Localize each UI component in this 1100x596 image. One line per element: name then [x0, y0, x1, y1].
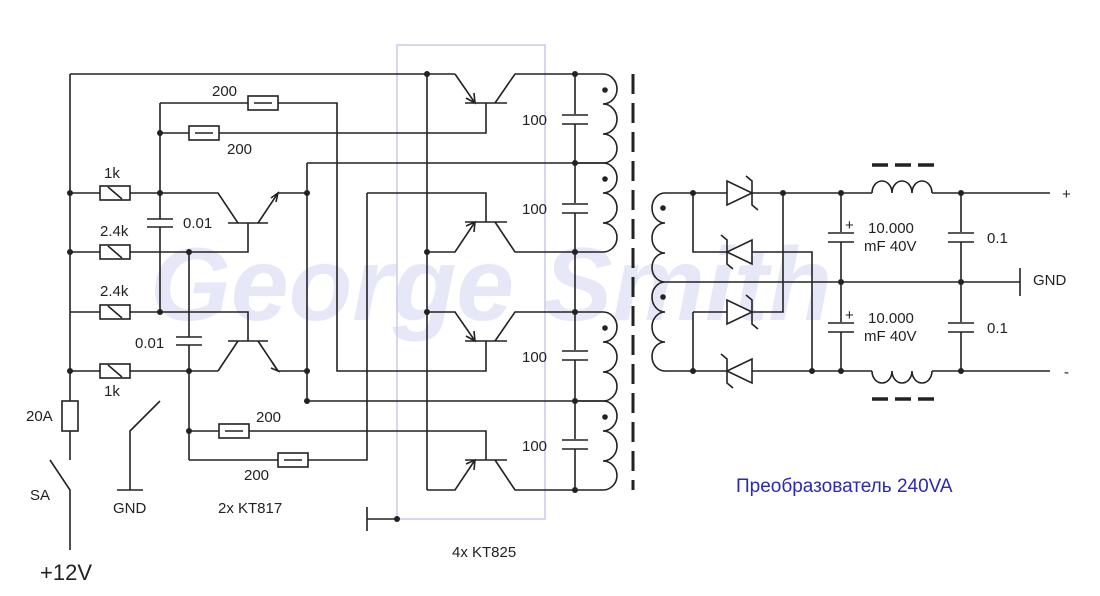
- gnd-label: GND: [113, 500, 147, 517]
- capacitor-label: 100: [522, 349, 547, 366]
- polarity-mark: +: [845, 217, 854, 234]
- rectifier-filter: [651, 163, 1050, 401]
- resistor-label: 200: [244, 467, 269, 484]
- fuse: [61, 400, 79, 432]
- capacitor-label: 100: [522, 201, 547, 218]
- output-gnd-label: GND: [1033, 272, 1067, 289]
- kt825-group-box: [396, 44, 546, 520]
- capacitor-label: mF 40V: [864, 328, 917, 345]
- watermark: George Smith: [150, 227, 832, 343]
- capacitor-label: 10.000: [868, 220, 914, 237]
- driver-wiring: [67, 73, 575, 531]
- switch-label: SA: [30, 487, 50, 504]
- diagram-title: Преобразователь 240VA: [736, 476, 953, 497]
- capacitor-label: 0.1: [987, 230, 1008, 247]
- resistor-label: 1k: [104, 383, 120, 400]
- supply-voltage-label: +12V: [40, 560, 92, 585]
- capacitor-label: mF 40V: [864, 238, 917, 255]
- output-plus-label: +: [1062, 186, 1071, 203]
- resistor-label: 200: [256, 409, 281, 426]
- resistor-label: 1k: [104, 165, 120, 182]
- capacitor-label: 100: [522, 438, 547, 455]
- power-stage: [424, 71, 635, 493]
- capacitor-label: 100: [522, 112, 547, 129]
- fuse-label: 20A: [26, 408, 53, 425]
- polarity-mark: +: [845, 307, 854, 324]
- resistor-label: 200: [212, 83, 237, 100]
- resistor-label: 2.4k: [100, 223, 129, 240]
- input-section: 20A SA +12V GND: [26, 74, 161, 585]
- capacitor-label: 0.1: [987, 320, 1008, 337]
- capacitor-label: 0.01: [183, 215, 212, 232]
- resistor-label: 200: [227, 141, 252, 158]
- capacitor-label: 0.01: [135, 335, 164, 352]
- power-transistors-label: 4x KT825: [452, 544, 516, 561]
- capacitor-label: 10.000: [868, 310, 914, 327]
- output-minus-label: -: [1064, 364, 1069, 381]
- resistor-label: 2.4k: [100, 283, 129, 300]
- driver-transistors-label: 2x KT817: [218, 500, 282, 517]
